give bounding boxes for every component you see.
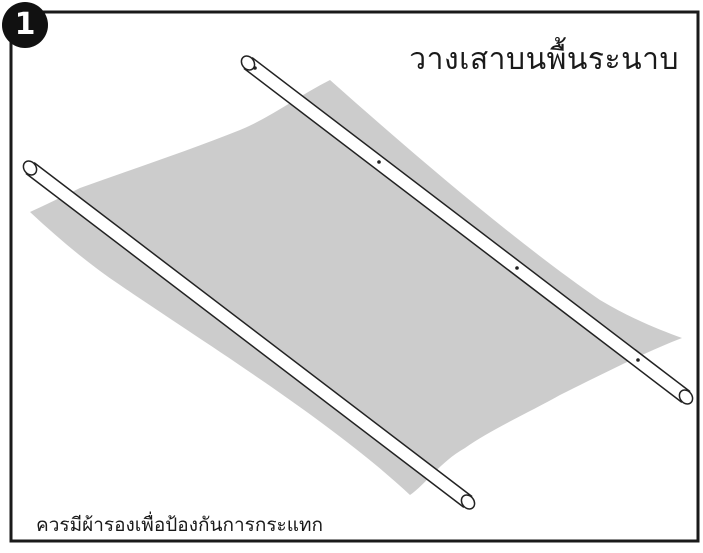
pole-hole — [636, 358, 640, 362]
ground-sheet — [30, 80, 682, 495]
pole-right — [240, 55, 694, 405]
step-title: วางเสาบนพื้นระนาบ — [409, 42, 679, 77]
pole-hole — [253, 66, 257, 70]
pole-hole — [515, 266, 519, 270]
pole-left — [22, 160, 476, 510]
pole-hole — [377, 160, 381, 164]
step-caption: ควรมีผ้ารองเพื่อป้องกันการกระแทก — [36, 514, 324, 536]
panel-frame — [9, 10, 700, 543]
step-number-badge: 1 — [2, 2, 48, 48]
